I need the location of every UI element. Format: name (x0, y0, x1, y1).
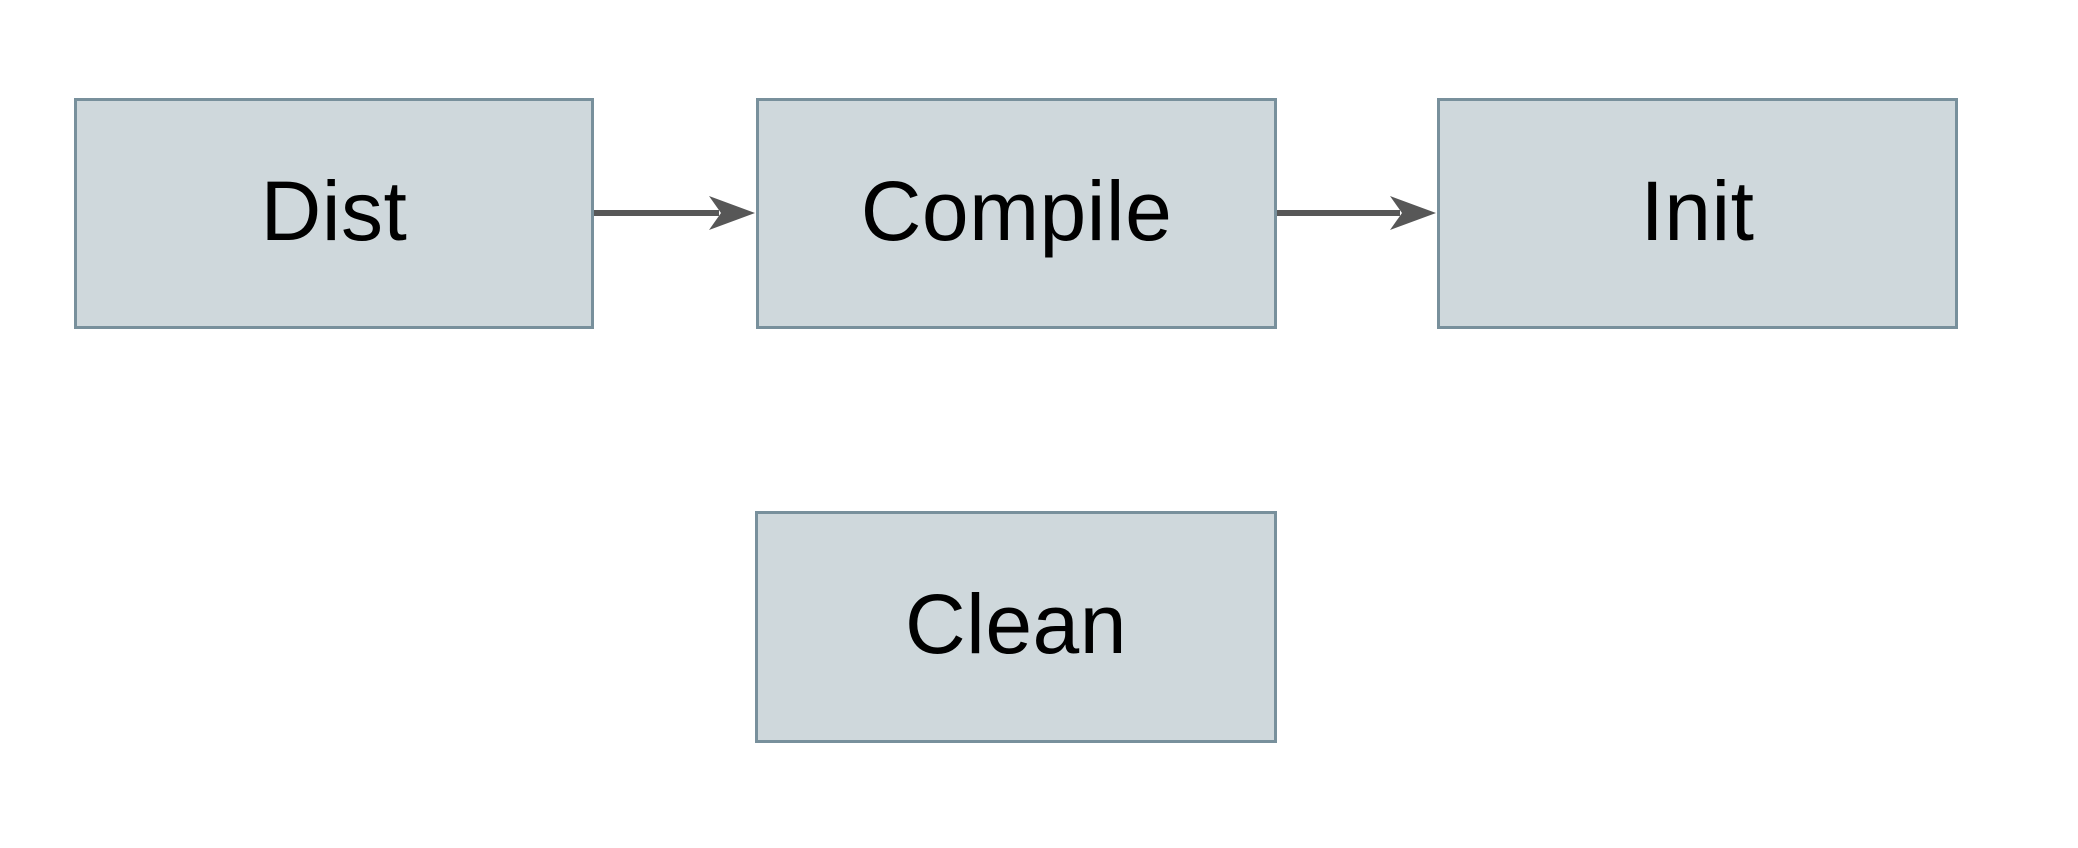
arrow-compile-to-init-head-icon (1390, 196, 1436, 230)
node-compile-label: Compile (860, 163, 1173, 258)
node-dist-label: Dist (260, 163, 408, 258)
arrow-compile-to-init (1277, 196, 1436, 230)
node-dist[interactable]: Dist (74, 98, 594, 329)
node-init[interactable]: Init (1437, 98, 1958, 329)
node-clean-label: Clean (905, 577, 1127, 671)
node-compile[interactable]: Compile (756, 98, 1277, 329)
arrow-dist-to-compile-head-icon (709, 196, 755, 230)
node-init-label: Init (1640, 163, 1755, 258)
arrow-dist-to-compile (594, 196, 755, 230)
node-clean[interactable]: Clean (755, 511, 1277, 743)
